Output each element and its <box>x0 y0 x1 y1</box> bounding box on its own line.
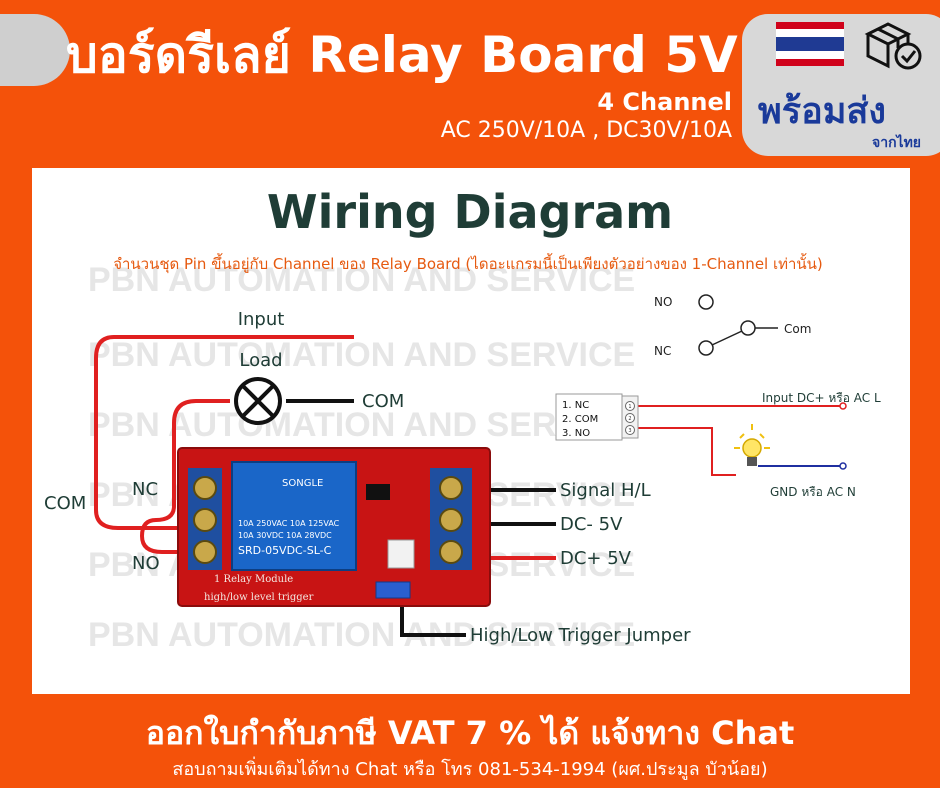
watermark-text: PBN AUTOMATION AND SERVICE <box>88 406 635 444</box>
title-bar-accent <box>0 14 70 86</box>
diagram-note: จำนวนชุด Pin ขึ้นอยู่กับ Channel ของ Rel… <box>113 253 823 274</box>
load-lamp-icon <box>234 377 282 425</box>
wiring-diagram-panel: PBN AUTOMATION AND SERVICE PBN AUTOMATIO… <box>32 168 910 694</box>
load-wire <box>139 399 230 554</box>
board-label-1: 1 Relay Module <box>214 574 293 585</box>
ships-from-label: จากไทย <box>872 135 922 151</box>
watermark-text: PBN AUTOMATION AND SERVICE <box>88 261 635 299</box>
terminal-num-3: 3 <box>628 428 631 434</box>
terminal-row-nc: 1. NC <box>562 400 589 411</box>
vat-notice: ออกใบกำกับภาษี VAT 7 % ได้ แจ้งทาง Chat <box>145 714 795 752</box>
schematic-nc-label: NC <box>654 344 671 358</box>
dc-minus-label: DC- 5V <box>560 514 623 535</box>
title-bar <box>0 14 740 86</box>
com-left-label: COM <box>44 493 86 514</box>
gnd-label: GND หรือ AC N <box>770 485 856 499</box>
terminal-legend: 1. NC 2. COM 3. NO 1 2 3 <box>555 393 639 441</box>
schematic-no-label: NO <box>654 295 672 309</box>
watermark-text: PBN AUTOMATION AND SERVICE <box>88 616 635 654</box>
contact-info: สอบถามเพิ่มเติมได้ทาง Chat หรือ โทร 081-… <box>172 759 768 780</box>
rating-text: AC 250V/10A , DC30V/10A <box>440 118 732 143</box>
ready-to-ship-label: พร้อมส่ง <box>758 91 886 132</box>
com-to-lamp-wire <box>636 427 736 476</box>
terminal-row-no: 3. NO <box>562 428 590 439</box>
diagram-heading: Wiring Diagram <box>267 185 673 239</box>
relay-board: SONGLE 10A 250VAC 10A 125VAC 10A 30VDC 1… <box>177 447 491 607</box>
wires <box>94 335 840 637</box>
relay-rating-1: 10A 250VAC 10A 125VAC <box>238 519 340 528</box>
channel-count: 4 Channel <box>597 88 732 116</box>
load-label: Load <box>239 350 282 371</box>
light-bulb-icon <box>734 424 770 466</box>
jumper-wire <box>400 594 466 637</box>
board-label-2: high/low level trigger <box>204 592 314 603</box>
no-label: NO <box>132 553 160 574</box>
com-right-label: COM <box>362 391 404 412</box>
signal-label: Signal H/L <box>560 480 651 501</box>
nc-label: NC <box>132 479 158 500</box>
input-wire <box>94 335 354 530</box>
trigger-jumper[interactable] <box>375 581 411 599</box>
transistor <box>366 484 390 500</box>
input-label: Input <box>238 309 285 330</box>
relay-model: SRD-05VDC-SL-C <box>238 544 332 557</box>
input-dc-label: Input DC+ หรือ AC L <box>762 391 881 405</box>
relay-component <box>231 461 357 571</box>
dc-plus-label: DC+ 5V <box>560 548 632 569</box>
jumper-label: High/Low Trigger Jumper <box>470 625 691 646</box>
input-dc-terminal <box>839 402 847 410</box>
relay-rating-2: 10A 30VDC 10A 28VDC <box>238 531 332 540</box>
terminal-num-2: 2 <box>628 416 631 422</box>
schematic-com-label: Com <box>784 322 811 336</box>
optocoupler <box>387 539 415 569</box>
watermark-text: PBN AUTOMATION AND SERVICE <box>88 336 635 374</box>
page-title: บอร์ดรีเลย์ Relay Board 5V <box>66 26 738 84</box>
relay-schematic: NO Com NC <box>654 294 811 358</box>
terminal-row-com: 2. COM <box>562 414 598 425</box>
gnd-terminal <box>839 462 847 470</box>
diagram-labels: Input Load COM COM NC NO Signal H/L DC- … <box>44 309 691 646</box>
wiring-diagram: PBN AUTOMATION AND SERVICE PBN AUTOMATIO… <box>44 185 881 654</box>
relay-brand: SONGLE <box>282 478 323 489</box>
terminal-num-1: 1 <box>628 404 631 410</box>
thailand-flag-icon <box>776 22 844 66</box>
package-check-icon <box>864 22 922 70</box>
